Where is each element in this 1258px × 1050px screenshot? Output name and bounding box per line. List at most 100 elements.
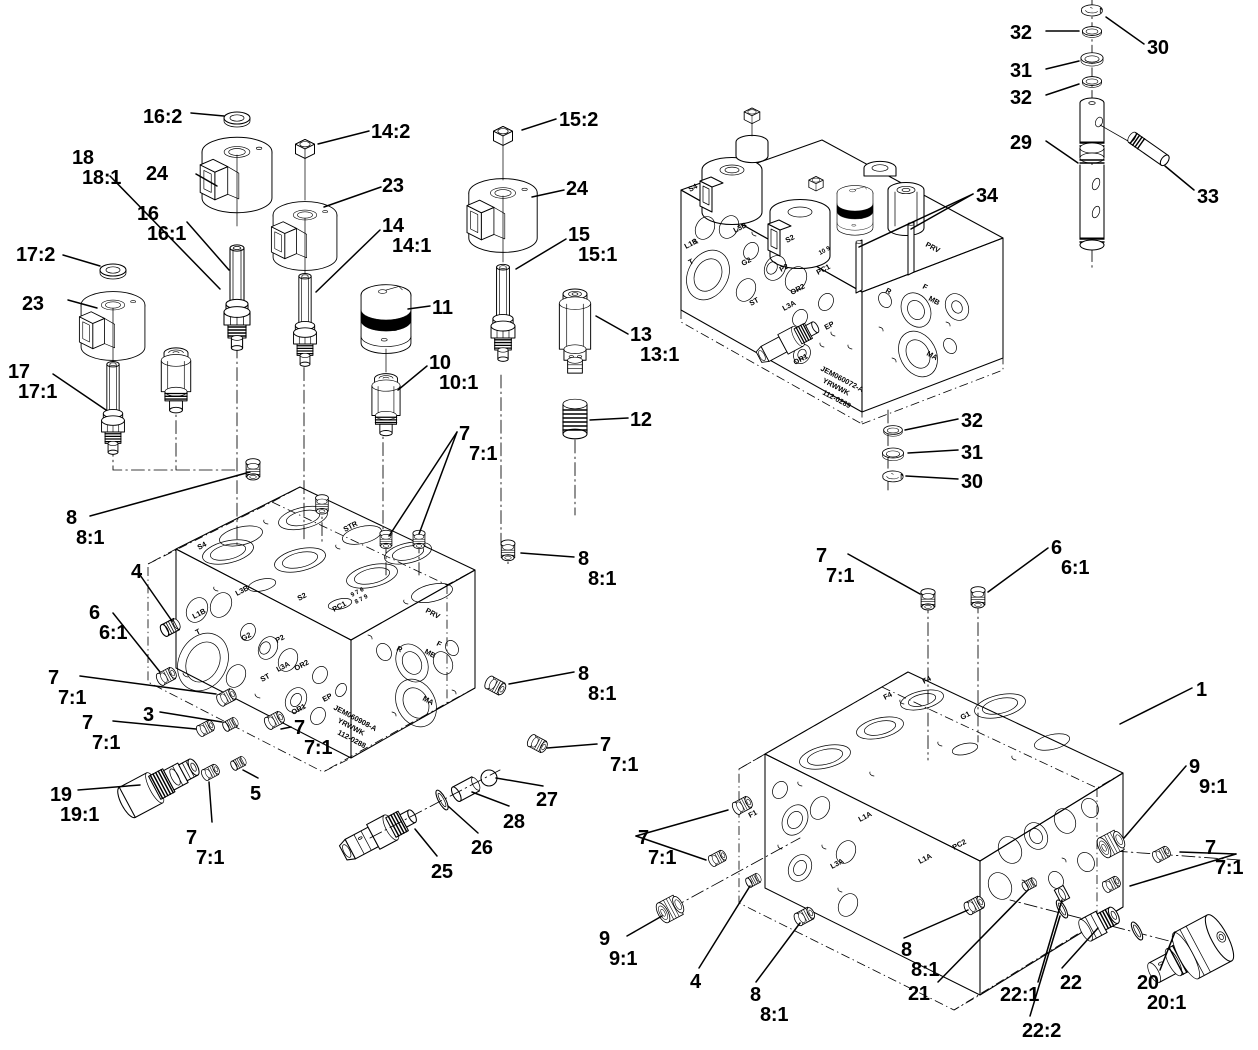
right-manifold-block: F1 L3A L1A F4 F4 G1 PC2 L1A [671,599,1241,1011]
svg-text:G2: G2 [740,255,753,268]
callout-line: 7 [638,827,649,849]
svg-text:L3A: L3A [829,856,846,871]
part-32-o-ring-upper-1 [1081,26,1103,38]
part-30-retaining-ring-lower [882,470,904,483]
svg-text:PRV: PRV [424,606,442,621]
callout-line: 22 [1060,972,1082,994]
part-29-spool [1079,97,1105,251]
callout-line: 8:1 [911,959,940,982]
assembled-block-part-number: JEM060072-A YRWWK 112-0289 [819,364,866,410]
callout-c-34: 34 [976,186,998,207]
callout-line: 8 [578,663,589,685]
callout-line: 12 [630,409,652,431]
callout-line: 7 [600,734,611,756]
svg-text:EP: EP [823,319,836,332]
callout-line: 17:1 [18,381,58,404]
callout-line: 19:1 [60,804,100,827]
part-23-solenoid-coil-b [270,201,338,271]
part-7-plug-k [1150,844,1173,865]
callout-c-27: 27 [536,789,558,811]
left-block-top-ports [202,505,453,610]
callout-c-11: 11 [432,297,453,319]
callout-line: 8:1 [76,527,105,550]
callout-line: 10 [429,352,451,374]
svg-text:ST: ST [748,295,761,308]
callout-line: 17:2 [16,244,56,266]
callout-line: 6 [1051,537,1062,559]
svg-text:ST: ST [259,671,272,684]
part-4-plug-b [743,871,764,889]
svg-text:F4: F4 [921,673,934,685]
callout-line: 7:1 [469,443,498,466]
svg-text:P2: P2 [778,262,790,274]
callout-c-14-2: 14:2 [371,122,410,143]
callout-c-4b: 4 [690,972,701,993]
callout-line: 16:1 [147,223,187,246]
part-7-plug-l [1100,874,1123,895]
callout-line: 24 [566,178,588,200]
callout-line: 7 [1205,837,1216,859]
callout-c-32-t1: 32 [1010,23,1032,44]
part-3-plug [220,715,241,733]
svg-text:EP: EP [321,691,334,704]
callout-line: 18:1 [82,167,122,190]
callout-line: 20 [1137,972,1159,994]
callout-c-3: 3 [143,705,154,726]
callout-line: 15 [568,224,590,246]
part-19-cartridge-valve [117,758,200,819]
callout-line: 27 [536,789,558,811]
svg-text:T: T [687,256,696,266]
part-21-plug [1020,876,1039,893]
callout-c-15-2: 15:2 [559,109,599,131]
part-7-plug-d [194,718,217,739]
part-24-solenoid-coil-b [466,178,538,253]
callout-c-22-2: 22:2 [1022,1020,1062,1042]
callout-c-29: 29 [1010,133,1032,154]
part-6-plug-b [970,586,986,609]
callout-line: 20:1 [1147,992,1187,1015]
svg-text:S4: S4 [687,181,700,194]
callout-line: 23 [382,175,404,197]
callout-c-16-2: 16:2 [143,107,182,128]
svg-text:F: F [921,282,930,292]
right-block-left-face [772,781,859,917]
callout-c-17-2: 17:2 [16,244,56,266]
callout-line: 10:1 [439,372,479,395]
callout-line: 22:1 [1000,984,1040,1006]
part-4-plug-a [158,616,183,639]
assembled-left-face-ports [686,215,853,364]
part-30-retaining-ring-upper [1081,4,1103,17]
part-8-plug-b [315,494,329,515]
part-17-solenoid-cartridge [100,360,126,455]
callout-line: 7:1 [196,847,225,870]
callout-line: 15:2 [559,109,599,131]
callout-line: 18 [72,147,94,169]
callout-line: 17 [8,361,30,383]
right-block-right-face [987,798,1099,900]
part-13-relief-valve [558,288,592,374]
svg-text:PRV: PRV [924,240,942,255]
part-22-2-o-ring-b [1130,921,1144,941]
svg-text:L3A: L3A [781,298,798,313]
svg-text:P2: P2 [274,633,286,645]
svg-text:L1A: L1A [917,851,934,866]
callout-line: 22:2 [1022,1020,1062,1042]
svg-text:R: R [395,644,405,655]
callout-line: 33 [1197,186,1219,208]
part-8-plug-a [245,458,261,481]
callout-line: 31 [1010,60,1032,82]
assembled-pressure-sensor [755,321,820,363]
callout-line: 11 [432,297,453,319]
